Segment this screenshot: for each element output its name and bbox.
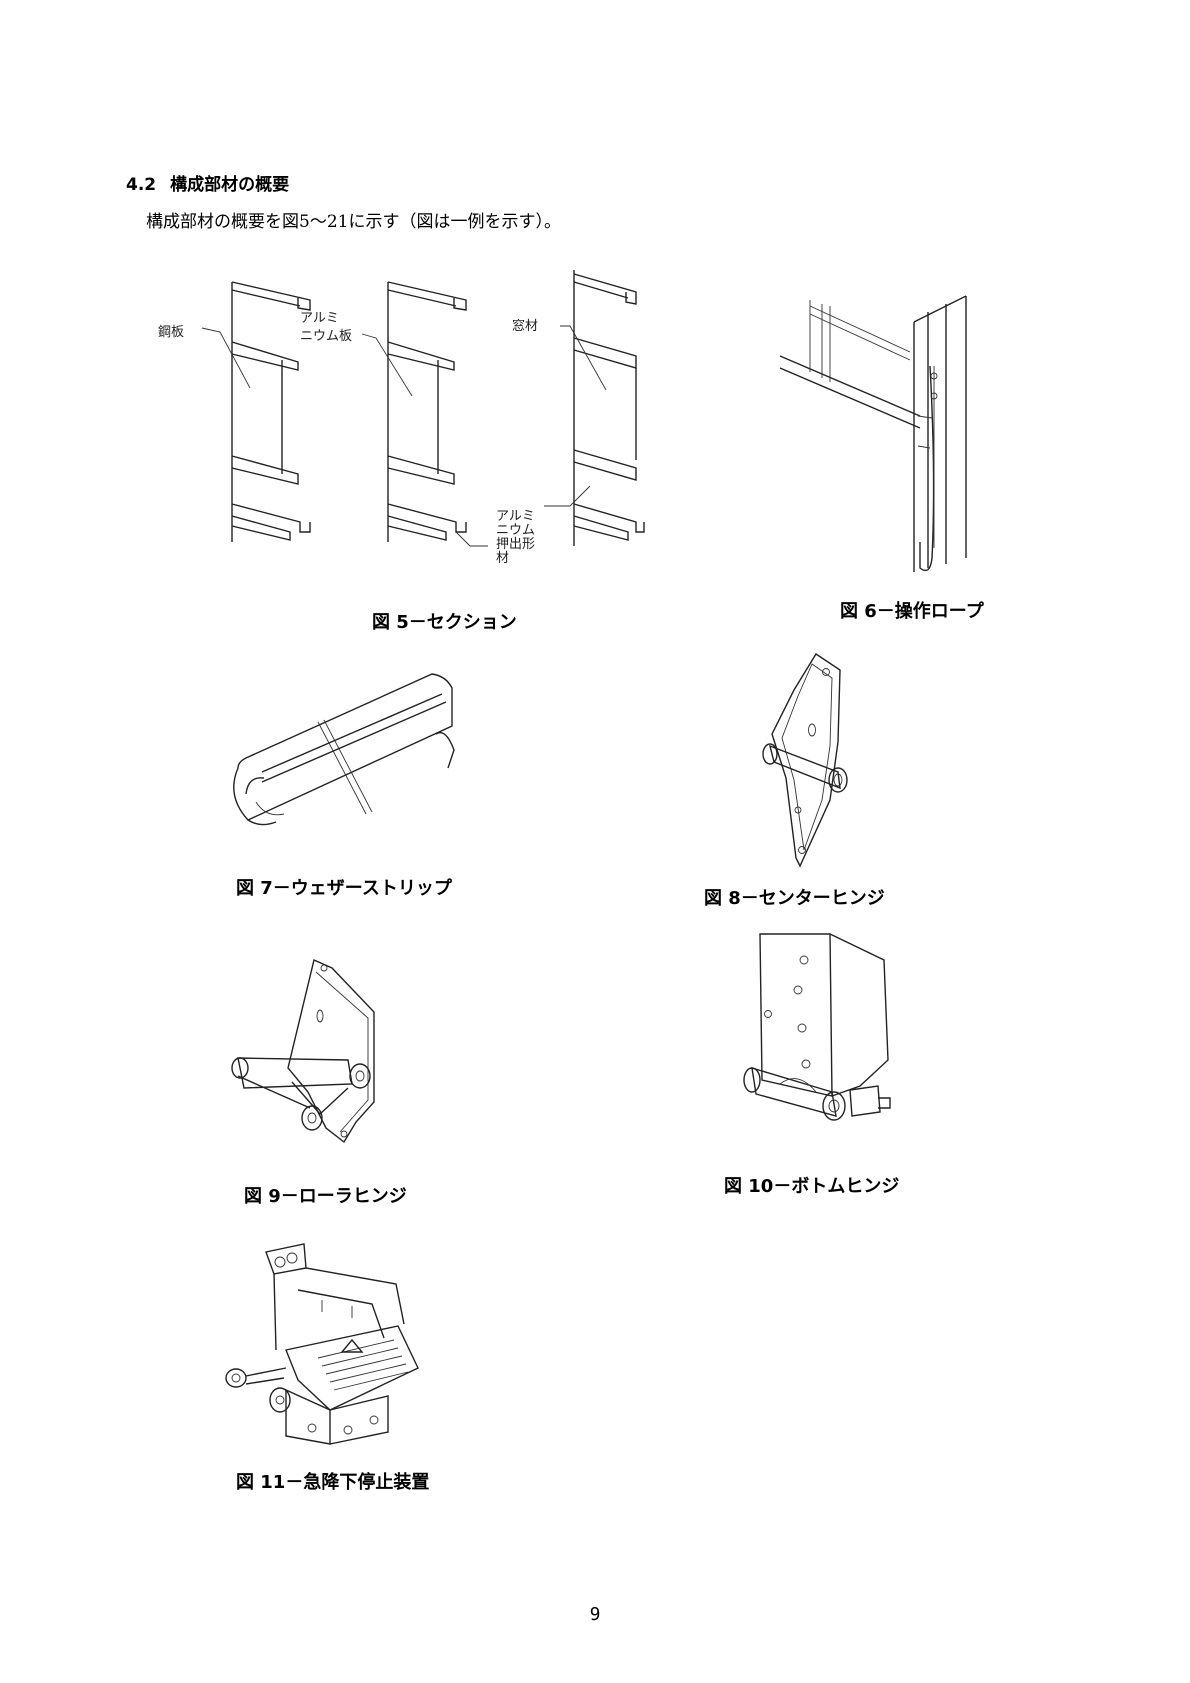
figure-11-caption: 図 11－急降下停止装置 <box>236 1472 430 1493</box>
section-heading: 4.2 構成部材の概要 <box>126 170 289 195</box>
figure-11-stopper-drawing <box>222 1240 442 1460</box>
label-extrusion-1: アルミ <box>496 509 535 524</box>
label-window: 窓材 <box>512 318 538 334</box>
figure-7-weatherstrip-drawing <box>226 668 466 838</box>
label-extrusion-4: 材 <box>496 551 509 566</box>
section-intro: 構成部材の概要を図5～21に示す（図は一例を示す）。 <box>146 212 561 232</box>
aluminum-panel-drawing <box>361 281 488 547</box>
steel-panel-drawing <box>201 281 311 542</box>
section-title: 構成部材の概要 <box>170 175 290 195</box>
figure-9-roller-hinge-drawing <box>228 952 398 1152</box>
figure-7-caption: 図 7－ウェザーストリップ <box>236 878 452 899</box>
figure-9-caption: 図 9－ローラヒンジ <box>244 1186 407 1207</box>
label-steel: 鋼板 <box>158 325 184 340</box>
label-aluminum-1: アルミ <box>300 311 339 326</box>
section-number: 4.2 <box>126 175 157 195</box>
figure-8-center-hinge-drawing <box>756 650 866 870</box>
label-aluminum-2: ニウム板 <box>300 329 352 344</box>
window-panel-drawing <box>544 270 645 546</box>
page-number: 9 <box>589 1604 601 1625</box>
figure-10-bottom-hinge-drawing <box>740 930 920 1150</box>
figure-6-rope-drawing <box>770 295 990 596</box>
figure-10-caption: 図 10－ボトムヒンジ <box>724 1176 900 1197</box>
figure-5-section-drawing: 鋼板 アルミ ニウム板 窓材 アルミ ニウム 押出形 材 <box>150 270 670 590</box>
label-extrusion-3: 押出形 <box>496 537 535 552</box>
figure-5-caption: 図 5－セクション <box>372 612 517 633</box>
figure-6-caption: 図 6－操作ロープ <box>840 601 984 622</box>
label-extrusion-2: ニウム <box>496 523 535 538</box>
figure-8-caption: 図 8－センターヒンジ <box>704 888 885 909</box>
